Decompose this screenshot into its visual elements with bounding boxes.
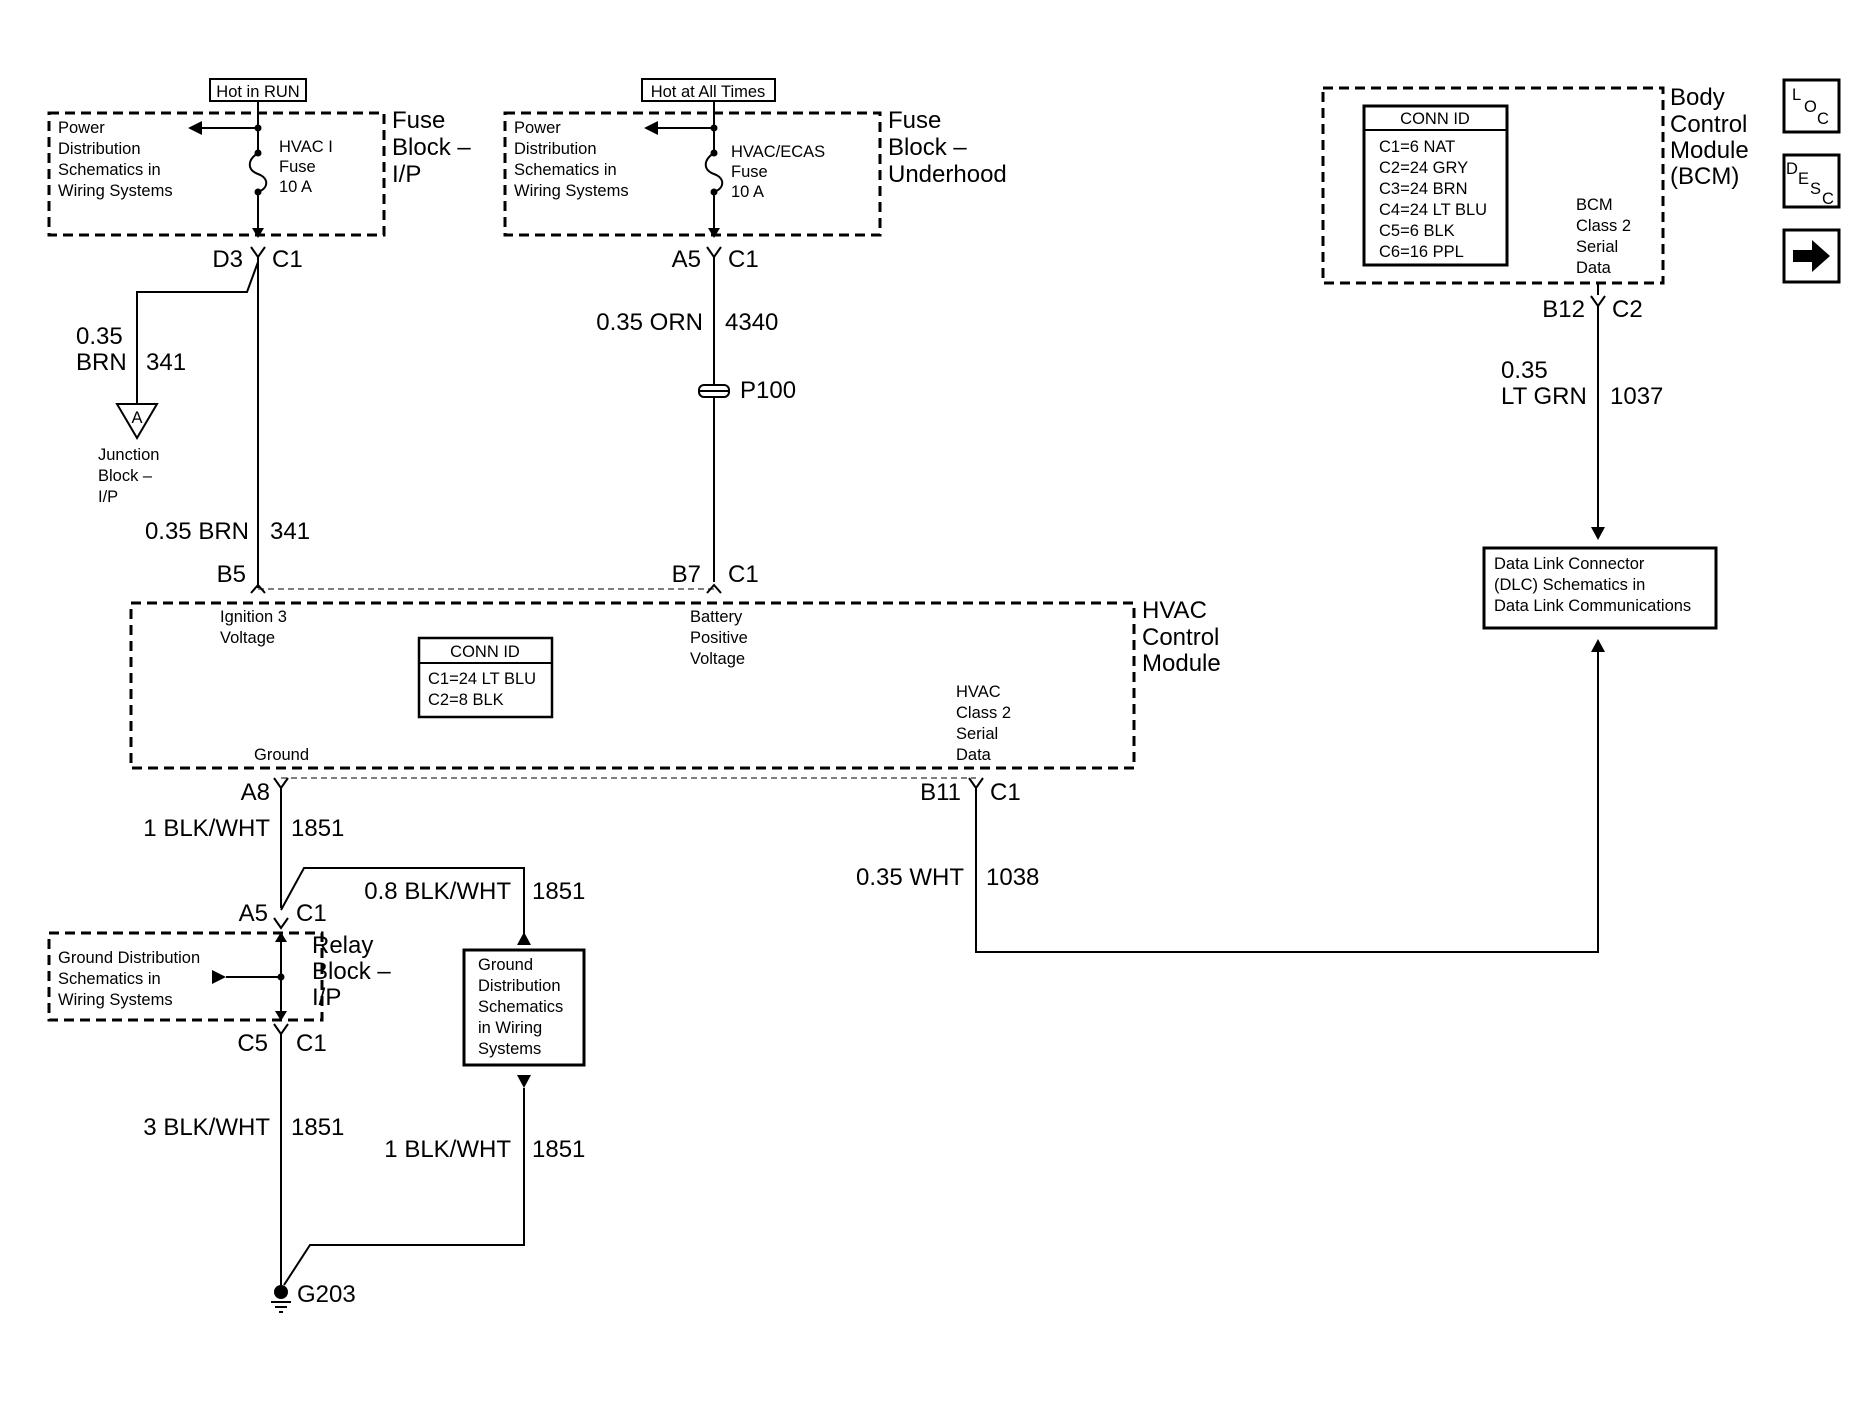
arrow-right-icon xyxy=(1793,240,1830,272)
svg-text:Data Link Connector (DLC: Data Link Connector (DLC) Schematics in … xyxy=(1494,555,1691,615)
ground-icon xyxy=(274,1285,288,1299)
bcm-name: Body Control Module (BCM) xyxy=(1670,84,1755,190)
power-distribution-label-underhood: Power Distribution Schematics in Wiring … xyxy=(514,119,629,200)
ignition-3-voltage-label: Ignition 3 Voltage xyxy=(220,608,292,647)
fuse-icon xyxy=(248,152,268,193)
conn-c1-relay-bottom: C1 xyxy=(296,1030,327,1057)
battery-positive-voltage-label: Battery Positive Voltage xyxy=(690,608,752,668)
fuse-block-underhood-name: Fuse Block – Underhood xyxy=(888,107,1007,188)
svg-text:C: C xyxy=(1817,110,1829,128)
wire-1851-a-spec: 1 BLK/WHT xyxy=(143,815,270,842)
dlc-reference-box[interactable]: Data Link Connector (DLC) Schematics in … xyxy=(1482,546,1718,630)
arrow-right-icon xyxy=(212,970,226,984)
hot-in-run-label: Hot in RUN xyxy=(216,83,299,101)
hvac-control-module-name: HVAC Control Module xyxy=(1142,597,1226,677)
wire-4340-circuit: 4340 xyxy=(725,309,778,336)
svg-text:S: S xyxy=(1810,180,1821,198)
svg-text:Ground Distribution: Ground Distribution Schematics in Wiring… xyxy=(478,956,568,1058)
hvac-conn-id-list: C1=24 LT BLU C2=8 BLK xyxy=(428,670,541,709)
junction-wire-spec: 0.35 BRN xyxy=(76,323,129,376)
svg-text:A: A xyxy=(131,409,142,427)
conn-c1-b11: C1 xyxy=(990,779,1021,806)
pin-b11: B11 xyxy=(920,779,961,806)
fuse-block-ip-name: Fuse Block – I/P xyxy=(392,107,477,188)
svg-text:P100: P100 xyxy=(740,377,796,404)
hvac-control-module: B5 B7 C1 Ignition 3 Voltage Battery Posi… xyxy=(129,561,1226,806)
arrow-left-icon xyxy=(644,121,658,135)
wire-1037-spec: 0.35 LT GRN xyxy=(1501,357,1587,410)
wire-1851-b-spec: 0.8 BLK/WHT xyxy=(364,878,511,905)
bcm-conn-id-title: CONN ID xyxy=(1400,110,1470,128)
conn-c1-ip: C1 xyxy=(272,246,303,273)
junction-circuit: 341 xyxy=(146,349,186,376)
hvac-ecas-fuse-label: HVAC/ECAS Fuse 10 A xyxy=(731,143,830,201)
wire-1038-spec: 0.35 WHT xyxy=(856,864,964,891)
wire-1038-circuit: 1038 xyxy=(986,864,1039,891)
fuse-block-underhood: Hot at All Times Power Distribution Sche… xyxy=(503,78,1007,273)
hvac-i-fuse-label: HVAC I Fuse 10 A xyxy=(279,138,337,196)
pin-a8: A8 xyxy=(241,779,270,806)
bcm-conn-id-list: C1=6 NAT C2=24 GRY C3=24 BRN C4=24 LT BL… xyxy=(1379,138,1492,261)
wire-1851-d-circuit: 1851 xyxy=(532,1136,585,1163)
conn-c1-b7: C1 xyxy=(728,561,759,588)
pin-a5-underhood: A5 xyxy=(672,246,701,273)
junction-triangle-icon xyxy=(115,403,159,440)
wire-1851-a-circuit: 1851 xyxy=(291,815,344,842)
pin-d3: D3 xyxy=(212,246,243,273)
hvac-serial-data-label: HVAC Class 2 Serial Data xyxy=(956,683,1016,764)
power-distribution-label-ip: Power Distribution Schematics in Wiring … xyxy=(58,119,173,200)
relay-block-ip: A5 C1 Ground Distribution Schematics in … xyxy=(47,900,397,1057)
pin-b12: B12 xyxy=(1542,296,1585,323)
wire-341-circuit: 341 xyxy=(270,518,310,545)
ground-distribution-box[interactable]: Ground Distribution Schematics in Wiring… xyxy=(462,948,586,1067)
junction-label: Junction Block – I/P xyxy=(98,446,164,506)
pin-b5: B5 xyxy=(217,561,246,588)
fuse-icon xyxy=(704,152,724,193)
pin-a5-relay: A5 xyxy=(239,900,268,927)
ground-distribution-label-relay: Ground Distribution Schematics in Wiring… xyxy=(58,949,205,1009)
wire-1851-c-spec: 3 BLK/WHT xyxy=(143,1114,270,1141)
ground-g203: G203 xyxy=(271,1281,356,1313)
conn-c1-relay-top: C1 xyxy=(296,900,327,927)
svg-text:C: C xyxy=(1822,190,1834,208)
svg-text:L: L xyxy=(1792,86,1801,104)
ground-label: Ground xyxy=(254,746,309,764)
relay-block-name: Relay Block – I/P xyxy=(312,932,397,1011)
svg-text:O: O xyxy=(1804,98,1817,116)
bcm-serial-data-label: BCM Class 2 Serial Data xyxy=(1576,196,1636,277)
body-control-module: CONN ID C1=6 NAT C2=24 GRY C3=24 BRN C4=… xyxy=(1321,84,1755,323)
next-arrow-button[interactable] xyxy=(1782,228,1841,284)
hvac-conn-id-title: CONN ID xyxy=(450,643,520,661)
hot-at-all-times-label: Hot at All Times xyxy=(651,83,766,101)
pin-c5: C5 xyxy=(237,1030,268,1057)
splice-p100: P100 xyxy=(698,377,796,404)
wire-1851-d-spec: 1 BLK/WHT xyxy=(384,1136,511,1163)
junction-block-ip: A 0.35 BRN 341 Junction Block – I/P xyxy=(76,323,186,506)
wire-1037-circuit: 1037 xyxy=(1610,383,1663,410)
svg-text:E: E xyxy=(1798,170,1809,188)
svg-text:D: D xyxy=(1786,160,1798,178)
conn-c2: C2 xyxy=(1612,296,1643,323)
wire-4340-spec: 0.35 ORN xyxy=(596,309,703,336)
wire-1851-c-circuit: 1851 xyxy=(291,1114,344,1141)
arrow-left-icon xyxy=(188,121,202,135)
pin-b7: B7 xyxy=(672,561,701,588)
loc-button[interactable]: L O C xyxy=(1782,78,1841,134)
wire-1851-b-circuit: 1851 xyxy=(532,878,585,905)
desc-button[interactable]: D E S C xyxy=(1782,153,1841,209)
wire-341-spec: 0.35 BRN xyxy=(145,518,249,545)
conn-c1-underhood: C1 xyxy=(728,246,759,273)
svg-text:G203: G203 xyxy=(297,1281,356,1308)
fuse-block-ip: Hot in RUN Power Distribution Schematics… xyxy=(47,78,477,273)
